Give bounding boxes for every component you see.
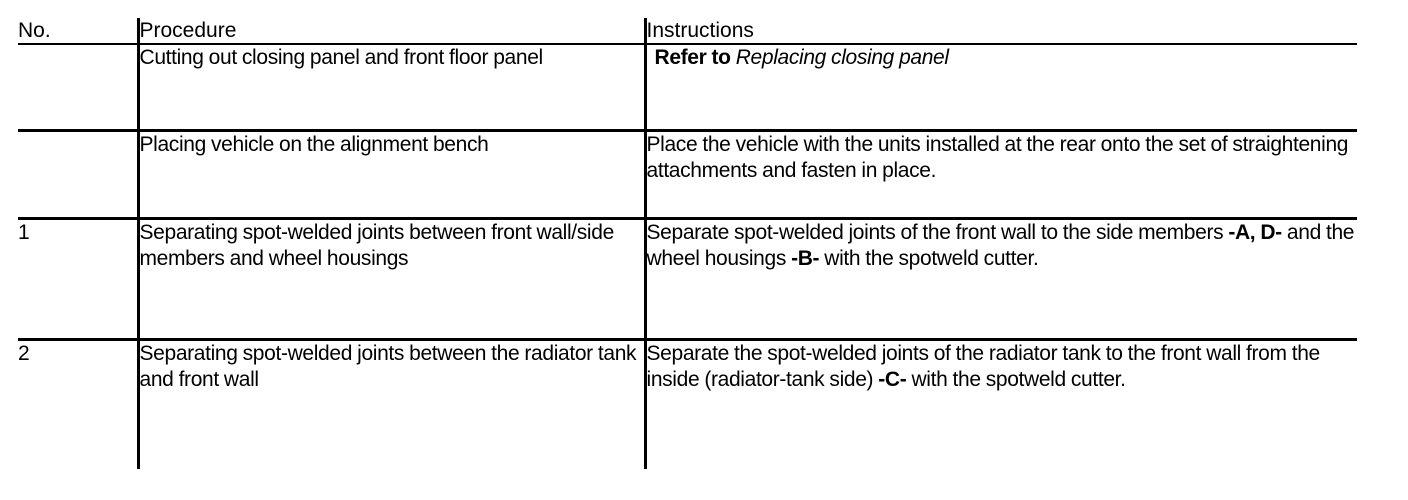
text-run: Place the vehicle with the units install…: [646, 133, 1349, 182]
cell-procedure: Placing vehicle on the alignment bench: [136, 130, 645, 220]
text-run: with the spotweld cutter.: [906, 367, 1126, 391]
cell-instructions: Separate the spot-welded joints of the r…: [643, 339, 1357, 469]
table-row: Placing vehicle on the alignment bench P…: [18, 130, 1357, 220]
cell-no: [18, 130, 138, 220]
column-header-instructions: Instructions: [643, 18, 1357, 45]
text-run: Separate spot-welded joints of the front…: [646, 221, 1229, 244]
table-body: Cutting out closing panel and front floo…: [18, 44, 1357, 469]
cell-procedure: Separating spot-welded joints between fr…: [136, 218, 645, 341]
cell-procedure: Cutting out closing panel and front floo…: [136, 44, 645, 132]
procedure-table: No. Procedure Instructions Cutting out c…: [18, 18, 1357, 469]
emphasis-bold: -B-: [791, 246, 820, 270]
cell-procedure: Separating spot-welded joints between th…: [136, 339, 645, 469]
cell-no: 1: [18, 218, 138, 341]
column-header-no: No.: [18, 18, 138, 45]
text-run: and the wheel housings: [646, 221, 1355, 270]
cell-instructions: Place the vehicle with the units install…: [643, 130, 1357, 220]
table-row: 2 Separating spot-welded joints between …: [18, 339, 1357, 469]
table-row: 1 Separating spot-welded joints between …: [18, 218, 1357, 341]
emphasis-bold: -A, D-: [1228, 221, 1282, 244]
cell-no: [18, 44, 138, 132]
table-row: Cutting out closing panel and front floo…: [18, 44, 1357, 132]
table-header: No. Procedure Instructions: [18, 18, 1357, 45]
cell-no: 2: [18, 342, 30, 365]
emphasis-italic: Replacing closing panel: [735, 46, 949, 69]
cell-instructions: Separate spot-welded joints of the front…: [643, 218, 1357, 341]
table-header-row: No. Procedure Instructions: [18, 18, 1357, 45]
emphasis-bold: Refer to: [654, 46, 736, 69]
column-header-procedure: Procedure: [136, 18, 645, 45]
text-run: Separate the spot-welded joints of the r…: [646, 342, 1321, 391]
cell-instructions: Refer to Replacing closing panel: [643, 44, 1357, 132]
text-run: with the spotweld cutter.: [819, 246, 1039, 270]
emphasis-bold: -C-: [878, 367, 907, 391]
